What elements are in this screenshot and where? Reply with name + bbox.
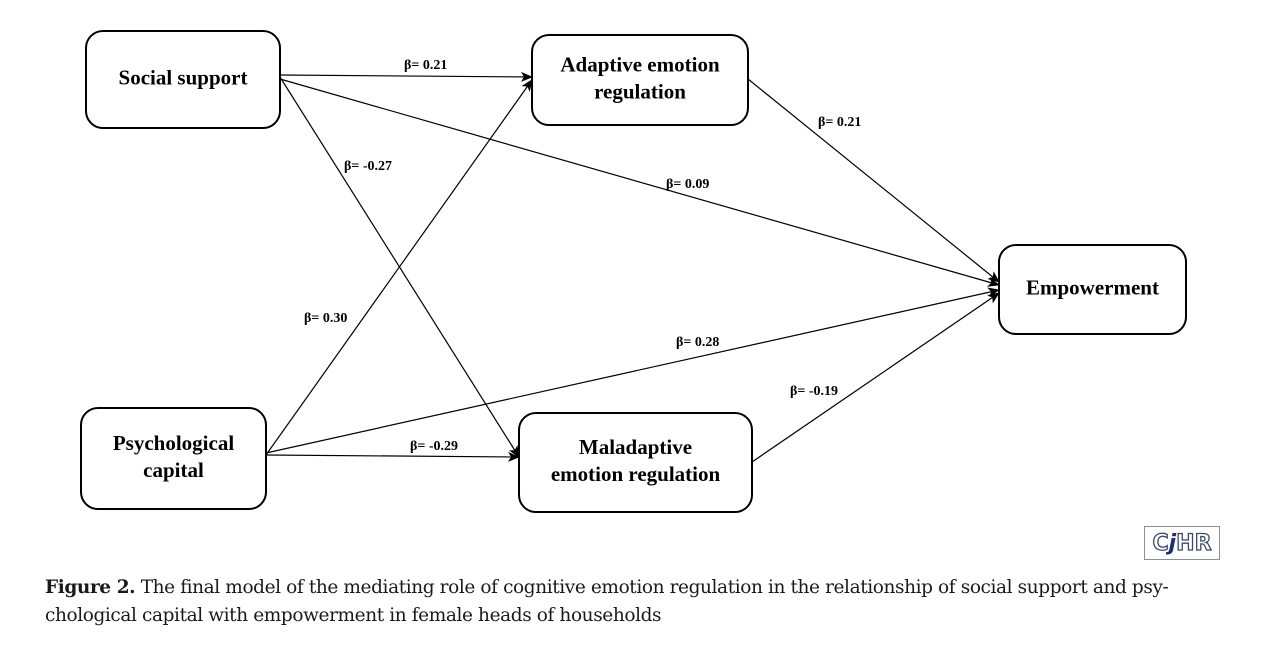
node-box: [531, 34, 749, 126]
edge-social-to-adaptive: [279, 71, 533, 82]
node-empowerment: Empowerment: [998, 244, 1187, 335]
node-social-support: Social support: [85, 30, 281, 129]
node-label: Social support: [119, 65, 248, 89]
edge-adaptive-to-empowerment: [747, 78, 1000, 283]
node-box: [85, 30, 281, 129]
path-diagram: Social support Adaptive emotion regulation…: [80, 30, 1187, 513]
edge-label: β= -0.27: [344, 159, 392, 174]
logo-accent: j: [1168, 530, 1177, 556]
edge-social-to-empowerment: [279, 78, 1000, 287]
node-maladaptive-er: Maladaptive emotion regulation: [518, 412, 753, 513]
node-label: Adaptive emotion: [560, 52, 720, 76]
edge-label: β= 0.28: [676, 335, 719, 350]
logo-prefix: C: [1152, 530, 1169, 556]
edge-label: β= -0.29: [410, 439, 458, 454]
edge-label: β= 0.21: [818, 115, 861, 130]
node-box: [518, 412, 753, 513]
edge-label: β= 0.30: [304, 311, 347, 326]
edge-label: β= -0.19: [790, 384, 838, 399]
caption-text: The final model of the mediating role of…: [45, 577, 1169, 626]
node-box: [998, 244, 1187, 335]
node-box: [80, 407, 267, 510]
node-label: emotion regulation: [551, 462, 721, 486]
caption-label: Figure 2.: [45, 577, 136, 598]
logo-suffix: HR: [1176, 530, 1213, 556]
node-label: Maladaptive: [579, 435, 692, 459]
node-label: capital: [143, 458, 204, 482]
node-adaptive-er: Adaptive emotion regulation: [531, 34, 749, 126]
figure-caption: Figure 2. The final model of the mediati…: [45, 574, 1230, 630]
edge-psycap-to-empowerment: [265, 287, 1000, 454]
edge-label: β= 0.21: [404, 58, 447, 73]
node-psychological-capital: Psychological capital: [80, 407, 267, 510]
edge-psycap-to-maladaptive: [265, 451, 520, 462]
node-label: regulation: [594, 79, 686, 103]
edge-psycap-to-adaptive: [265, 79, 533, 456]
edge-maladaptive-to-empowerment: [751, 292, 1000, 463]
edge-label: β= 0.09: [666, 177, 709, 192]
node-label: Psychological: [113, 431, 234, 455]
node-label: Empowerment: [1026, 275, 1159, 299]
